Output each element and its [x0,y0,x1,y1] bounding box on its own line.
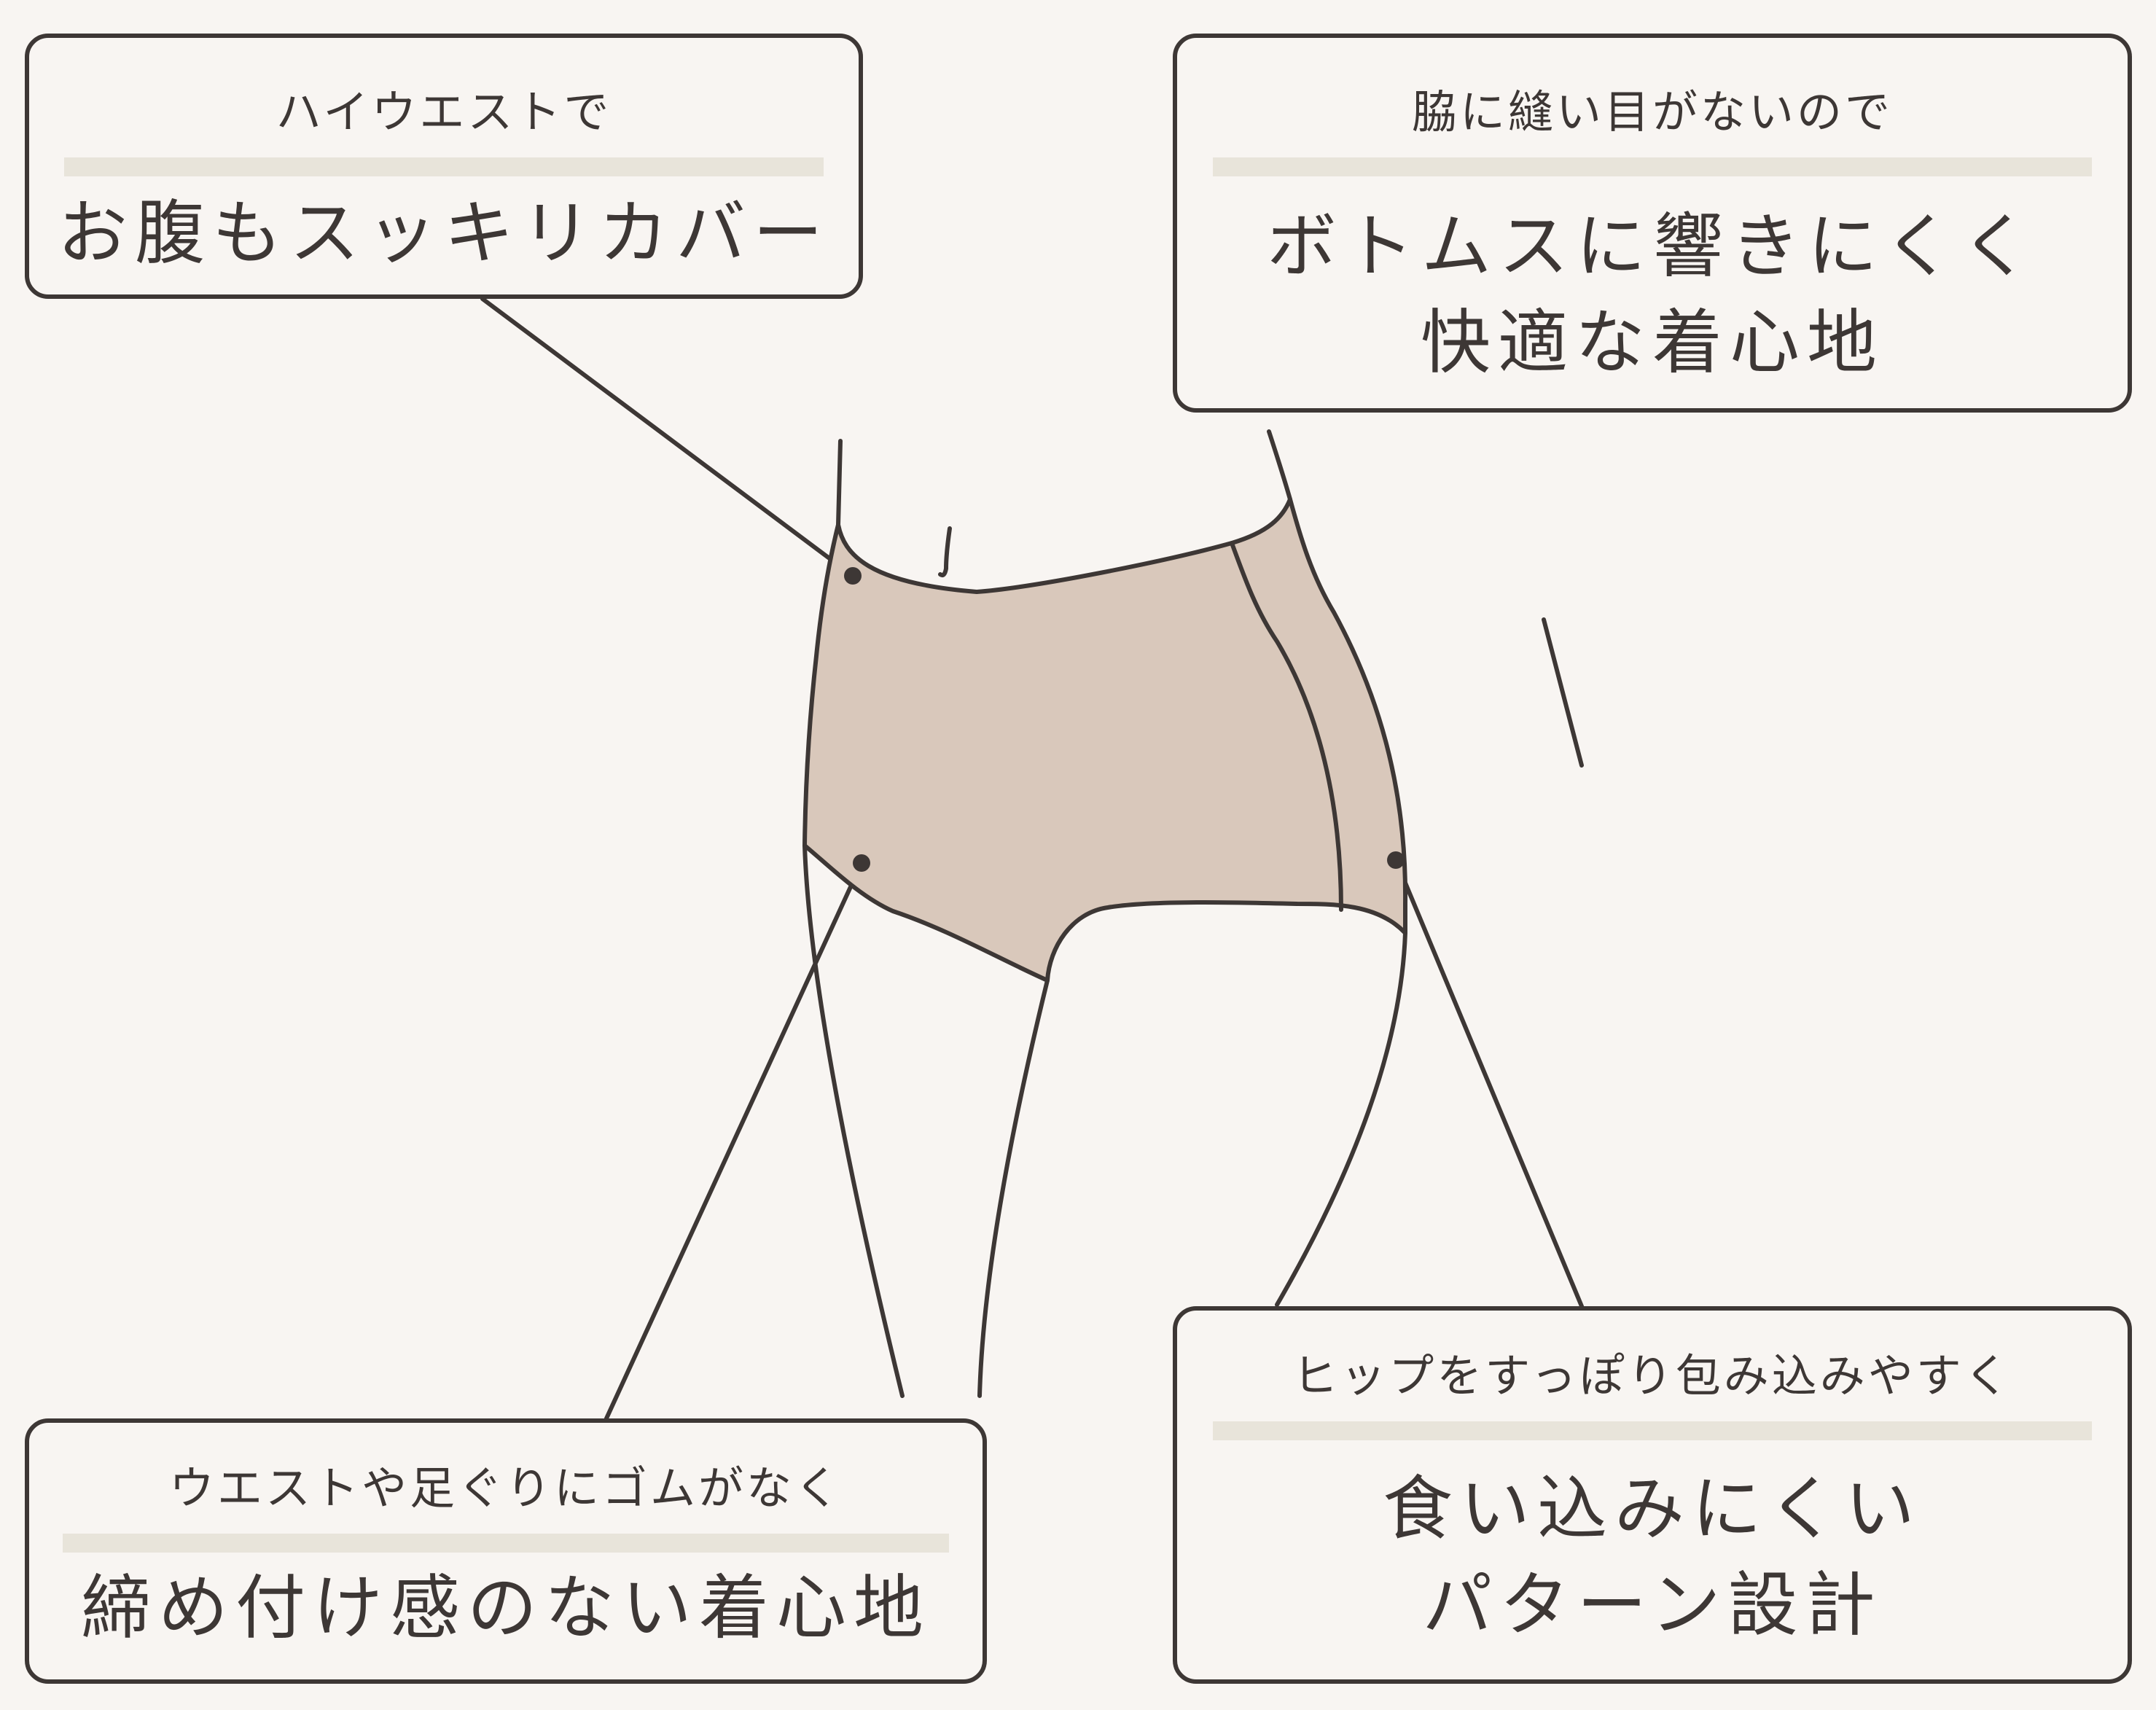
callout-dot-waist [844,567,862,585]
side-panel-line [1230,541,1343,912]
leader-line-waist [480,297,855,578]
accent-bar [63,1534,949,1553]
body-inner-left-leg-outline [977,978,1050,1398]
callout-title: ボトムスに響きにくく 快適な着心地 [1267,198,2038,391]
leader-line-leg [604,861,864,1421]
callout-high-waist: ハイウエストで お腹もスッキリカバー [25,34,863,299]
callout-subtitle: ウエストや足ぐりにゴムがなく [168,1461,843,1515]
callout-subtitle: ヒップをすっぽり包み込みやすく [1292,1349,2012,1402]
brief-garment [802,497,1408,983]
callout-title-line: 快適な着心地 [1421,302,1884,383]
body-right-leg-outline [1275,931,1407,1307]
callout-subtitle: 脇に縫い目がないので [1411,85,1893,138]
callout-title-line: 食い込みにくい [1382,1468,1923,1550]
body-left-leg-outline [802,843,905,1398]
callout-title-line: ボトムスに響きにくく [1266,206,2039,287]
callout-seamless-side: 脇に縫い目がないので ボトムスに響きにくく 快適な着心地 [1173,34,2132,413]
body-left-upper-outline [836,439,843,527]
accent-bar [1213,157,2092,176]
accent-bar [64,157,824,176]
callout-title-line: パターン設計 [1422,1564,1883,1646]
body-right-upper-outline [1267,429,1292,501]
leader-line-seam [1542,617,1584,768]
callout-dot-leg [853,854,870,872]
callout-title: 食い込みにくい パターン設計 [1383,1461,1922,1653]
callout-no-elastic: ウエストや足ぐりにゴムがなく 締め付け感のない着心地 [25,1418,987,1684]
callout-title-line: お腹もスッキリカバー [58,192,830,274]
callout-title: お腹もスッキリカバー [58,185,830,281]
navel-mark [938,526,952,577]
leader-line-hip [1394,858,1584,1308]
callout-title-line: 締め付け感のない着心地 [81,1567,931,1649]
accent-bar [1213,1421,2092,1440]
callout-hip-coverage: ヒップをすっぽり包み込みやすく 食い込みにくい パターン設計 [1173,1306,2132,1684]
callout-title: 締め付け感のない着心地 [81,1560,931,1656]
callout-subtitle: ハイウエストで [276,85,612,138]
callout-dot-hip [1387,851,1405,869]
